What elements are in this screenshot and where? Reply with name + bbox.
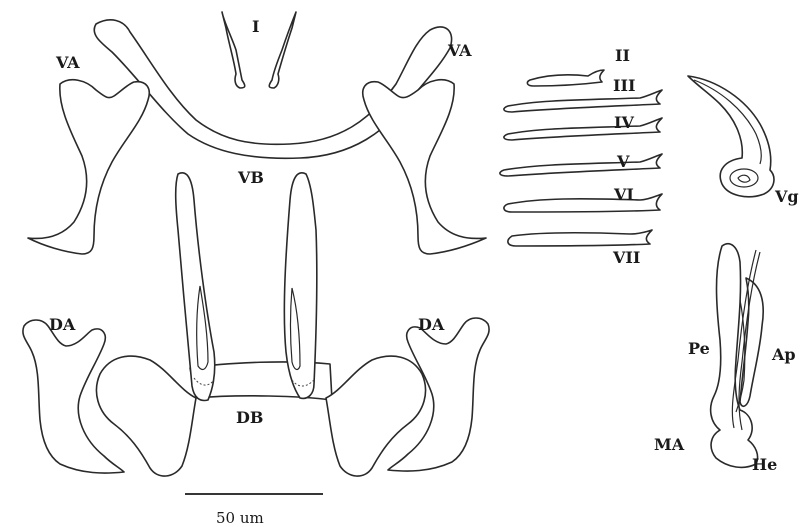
label-dorsal-anchor-right: DA bbox=[418, 315, 445, 334]
label-hook-iv: IV bbox=[614, 113, 634, 132]
label-dorsal-anchor-left: DA bbox=[49, 315, 76, 334]
label-ventral-bar: VB bbox=[237, 168, 264, 187]
label-hook-vii: VII bbox=[612, 248, 640, 267]
label-vagina: Vg bbox=[774, 187, 799, 206]
label-hook-i: I bbox=[252, 17, 259, 36]
label-accessory-piece: Ap bbox=[771, 345, 796, 364]
label-dorsal-bar: DB bbox=[236, 408, 263, 427]
label-ventral-anchor-right: VA bbox=[447, 41, 472, 60]
label-hook-ii: II bbox=[615, 46, 630, 65]
vagina-shape bbox=[688, 76, 774, 197]
label-hook-vi: VI bbox=[613, 185, 634, 204]
label-hook-iii: III bbox=[613, 76, 635, 95]
ventral-anchor-right-shape bbox=[363, 80, 486, 254]
dorsal-bar-wing-left bbox=[96, 356, 196, 476]
scale-bar-label: 50 um bbox=[216, 509, 264, 527]
label-penis: Pe bbox=[688, 339, 710, 358]
label-heel: He bbox=[752, 455, 777, 474]
marginal-hooks bbox=[500, 70, 662, 246]
ventral-anchor-left-shape bbox=[28, 80, 149, 254]
label-ventral-anchor-left: VA bbox=[55, 53, 80, 72]
label-hook-v: V bbox=[616, 152, 630, 171]
male-copulatory-organ bbox=[711, 244, 764, 468]
label-male-apparatus: MA bbox=[654, 435, 685, 454]
